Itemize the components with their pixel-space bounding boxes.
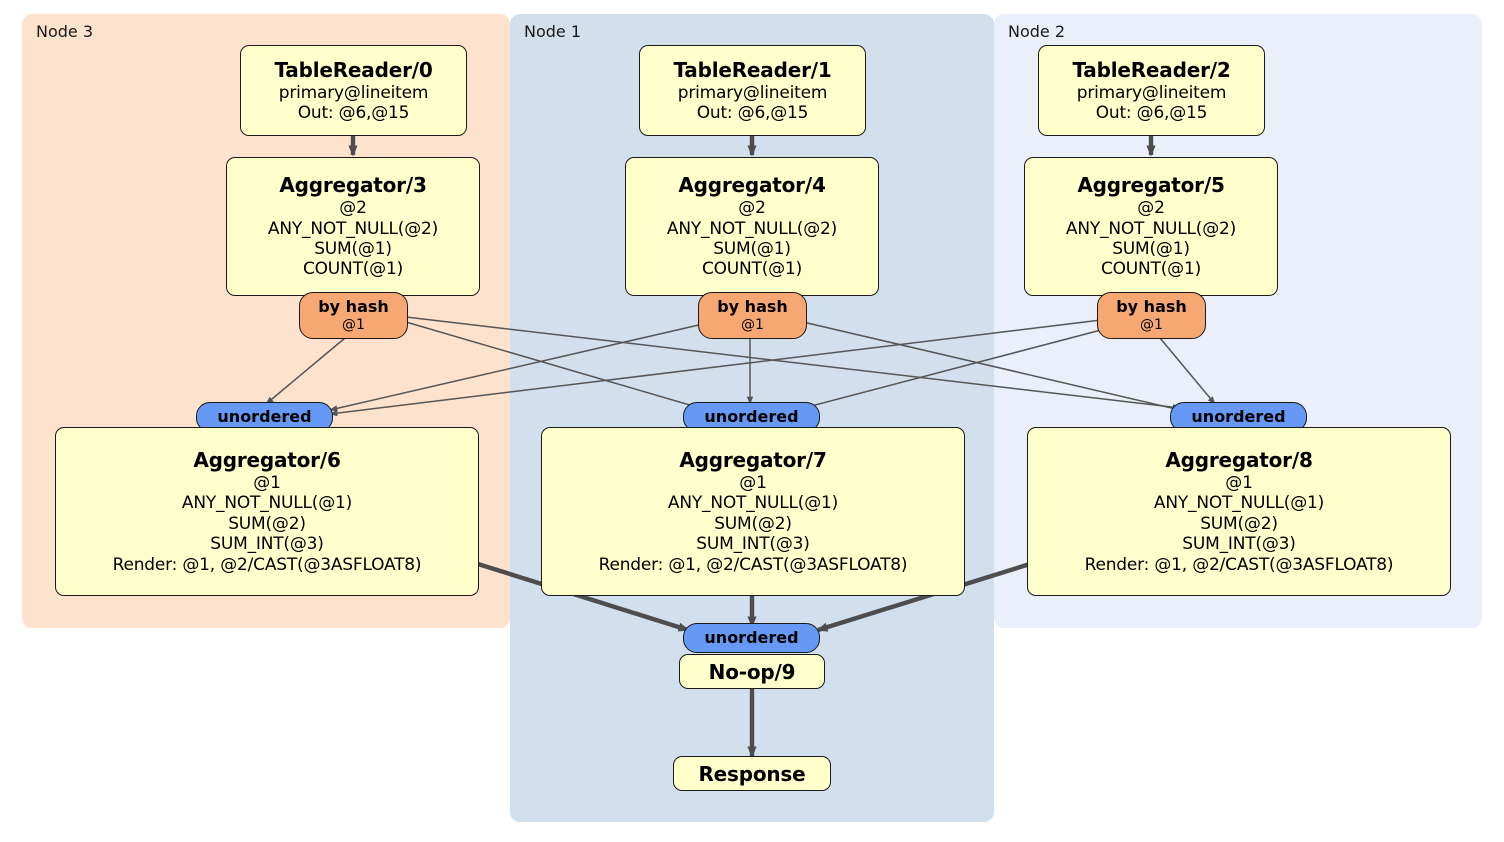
node-panel-label-node3: Node 3 — [36, 22, 94, 41]
processor-line: COUNT(@1) — [302, 259, 404, 280]
edge-hashC-unordL — [329, 323, 704, 412]
processor-aggregator-6[interactable]: Aggregator/6 @1 ANY_NOT_NULL(@1) SUM(@2)… — [55, 427, 479, 596]
processor-title: Aggregator/8 — [1165, 448, 1313, 473]
processor-line: Render: @1, @2/CAST(@3ASFLOAT8) — [112, 554, 422, 575]
processor-line: primary@lineitem — [677, 82, 828, 103]
processor-title: TableReader/0 — [274, 57, 433, 82]
processor-line: SUM(@2) — [228, 513, 306, 534]
processor-title: Aggregator/7 — [679, 448, 827, 473]
processor-line: SUM(@2) — [1200, 513, 1278, 534]
processor-line: Render: @1, @2/CAST(@3ASFLOAT8) — [598, 554, 908, 575]
processor-line: Render: @1, @2/CAST(@3ASFLOAT8) — [1084, 554, 1394, 575]
router-label: by hash — [1116, 297, 1187, 317]
edge-agg6-unordFinal — [477, 561, 690, 633]
edge-hashL-unordC — [405, 321, 701, 409]
processor-line: Out: @6,@15 — [696, 103, 809, 123]
processor-line: ANY_NOT_NULL(@1) — [667, 493, 839, 514]
processor-line: SUM_INT(@3) — [696, 534, 810, 555]
router-label: by hash — [717, 297, 788, 317]
processor-title: Aggregator/4 — [678, 173, 826, 198]
processor-line: SUM(@2) — [714, 513, 792, 534]
processor-line: @2 — [339, 198, 367, 219]
processor-title: Aggregator/5 — [1077, 173, 1225, 198]
processor-line: SUM(@1) — [314, 239, 392, 259]
processor-no-op-9[interactable]: No-op/9 — [679, 654, 825, 689]
edge-hashR-unordR — [1159, 337, 1216, 405]
edge-hashC-unordR — [802, 321, 1181, 412]
processor-title: TableReader/1 — [673, 57, 832, 82]
processor-response[interactable]: Response — [673, 756, 831, 791]
router-by-hash-right[interactable]: by hash @1 — [1097, 292, 1206, 339]
processor-line: @1 — [739, 473, 767, 494]
processor-title: Aggregator/6 — [193, 448, 341, 473]
router-sublabel: @1 — [342, 316, 365, 333]
synchronizer-unordered-final[interactable]: unordered — [683, 623, 820, 653]
processor-line: ANY_NOT_NULL(@1) — [181, 493, 353, 514]
processor-tablereader-2[interactable]: TableReader/2 primary@lineitem Out: @6,@… — [1038, 45, 1265, 136]
processor-title: TableReader/2 — [1072, 57, 1231, 82]
processor-line: SUM_INT(@3) — [210, 534, 324, 555]
synchronizer-label: unordered — [1191, 406, 1286, 426]
processor-tablereader-1[interactable]: TableReader/1 primary@lineitem Out: @6,@… — [639, 45, 866, 136]
processor-line: primary@lineitem — [1076, 82, 1227, 103]
processor-line: ANY_NOT_NULL(@2) — [1065, 218, 1237, 239]
processor-line: @1 — [1225, 473, 1253, 494]
processor-aggregator-5[interactable]: Aggregator/5 @2 ANY_NOT_NULL(@2) SUM(@1)… — [1024, 157, 1278, 296]
processor-line: @2 — [1137, 198, 1165, 219]
node-panel-label-node2: Node 2 — [1008, 22, 1066, 41]
node-panel-label-node1: Node 1 — [524, 22, 582, 41]
router-sublabel: @1 — [741, 316, 764, 333]
processor-line: SUM_INT(@3) — [1182, 534, 1296, 555]
processor-title: Response — [698, 761, 806, 786]
processor-line: ANY_NOT_NULL(@2) — [666, 218, 838, 239]
processor-line: Out: @6,@15 — [297, 103, 410, 123]
edge-agg8-unordFinal — [816, 561, 1031, 633]
router-by-hash-center[interactable]: by hash @1 — [698, 292, 807, 339]
edge-hashL-unordR — [405, 316, 1181, 411]
processor-title: Aggregator/3 — [279, 173, 427, 198]
processor-line: SUM(@1) — [1112, 239, 1190, 259]
processor-line: @1 — [253, 473, 281, 494]
processor-tablereader-0[interactable]: TableReader/0 primary@lineitem Out: @6,@… — [240, 45, 467, 136]
processor-line: ANY_NOT_NULL(@2) — [267, 218, 439, 239]
processor-line: primary@lineitem — [278, 82, 429, 103]
synchronizer-label: unordered — [217, 406, 312, 426]
synchronizer-label: unordered — [704, 406, 799, 426]
router-label: by hash — [318, 297, 389, 317]
processor-title: No-op/9 — [708, 659, 796, 684]
processor-line: SUM(@1) — [713, 239, 791, 259]
synchronizer-label: unordered — [704, 627, 799, 647]
processor-aggregator-8[interactable]: Aggregator/8 @1 ANY_NOT_NULL(@1) SUM(@2)… — [1027, 427, 1451, 596]
router-by-hash-left[interactable]: by hash @1 — [299, 292, 408, 339]
processor-line: COUNT(@1) — [1100, 259, 1202, 280]
edge-hashL-unordL — [265, 337, 346, 405]
processor-aggregator-7[interactable]: Aggregator/7 @1 ANY_NOT_NULL(@1) SUM(@2)… — [541, 427, 965, 596]
processor-aggregator-3[interactable]: Aggregator/3 @2 ANY_NOT_NULL(@2) SUM(@1)… — [226, 157, 480, 296]
router-sublabel: @1 — [1140, 316, 1163, 333]
processor-line: Out: @6,@15 — [1095, 103, 1208, 123]
edge-hashR-unordC — [799, 329, 1102, 411]
processor-line: ANY_NOT_NULL(@1) — [1153, 493, 1325, 514]
processor-line: COUNT(@1) — [701, 259, 803, 280]
edge-hashR-unordL — [329, 319, 1102, 417]
processor-line: @2 — [738, 198, 766, 219]
processor-aggregator-4[interactable]: Aggregator/4 @2 ANY_NOT_NULL(@2) SUM(@1)… — [625, 157, 879, 296]
